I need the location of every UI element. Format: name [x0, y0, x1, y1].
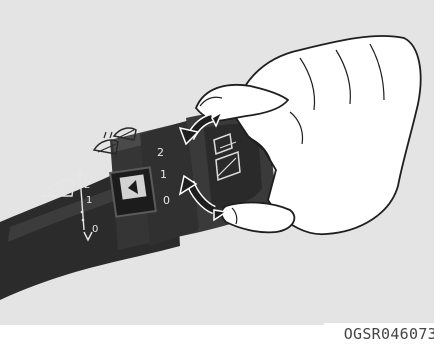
mist-knob	[110, 167, 156, 216]
rear-position-label-low: 0	[163, 194, 170, 207]
front-position-label-bottom: 0	[92, 224, 98, 235]
rear-position-label-top: 2	[157, 146, 164, 159]
figure-code: OGSR046073	[344, 325, 434, 343]
front-position-label-top: 2	[84, 180, 90, 191]
front-position-label-mid: 1	[86, 195, 92, 206]
figure-caption-box: OGSR046073	[324, 323, 434, 345]
rear-position-label-mid: 1	[160, 168, 167, 181]
